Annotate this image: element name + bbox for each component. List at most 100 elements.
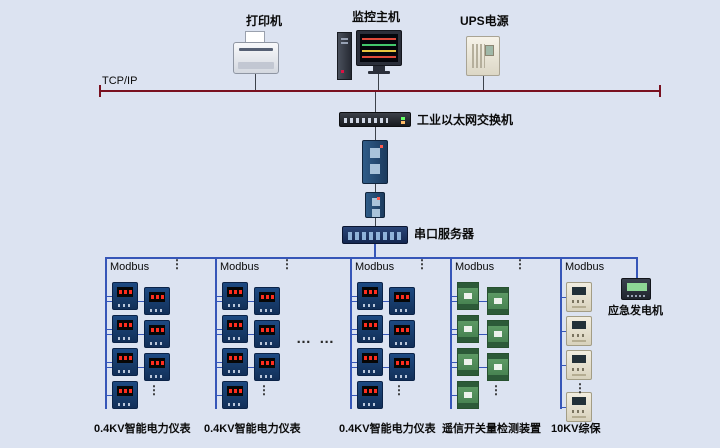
more-devices-dots: ⋮	[416, 257, 428, 271]
printer-drop-line	[255, 74, 256, 90]
media-converter-icon	[362, 140, 388, 184]
more-devices-dots: ⋮	[148, 383, 160, 397]
power-meter-icon	[222, 348, 248, 376]
backbone-line-4	[375, 218, 376, 226]
power-meter-icon	[357, 348, 383, 376]
protection-relay-icon	[566, 282, 592, 312]
connector-line	[560, 365, 566, 366]
connector-line	[215, 329, 222, 330]
connector-line	[450, 296, 457, 297]
modbus-trunk-line	[105, 257, 638, 259]
monitor-drop-line	[378, 74, 379, 90]
tcp-ip-label: TCP/IP	[102, 75, 138, 87]
branch-2-line	[215, 257, 217, 409]
power-meter-icon	[389, 287, 415, 315]
connector-line	[450, 362, 457, 363]
monitor-screen-icon	[356, 30, 402, 66]
more-devices-dots: ⋮	[393, 383, 405, 397]
connector-line	[450, 395, 457, 396]
power-meter-icon	[222, 381, 248, 409]
power-meter-icon	[357, 315, 383, 343]
branch-4-line	[450, 257, 452, 409]
power-meter-icon	[112, 315, 138, 343]
branch-1-modbus-label: Modbus	[110, 261, 150, 273]
io-module-icon	[487, 320, 509, 348]
media-converter-small-icon	[365, 192, 385, 218]
protection-relay-icon	[566, 392, 592, 422]
generator-label: 应急发电机	[608, 305, 663, 317]
more-devices-dots: ⋮	[281, 257, 293, 271]
branch-5-line	[560, 257, 562, 409]
backbone-line-1	[375, 92, 376, 112]
power-meter-icon	[112, 282, 138, 310]
power-meter-icon	[112, 381, 138, 409]
tcp-ip-bus-line	[100, 90, 660, 92]
io-module-icon	[457, 348, 479, 376]
power-meter-icon	[222, 315, 248, 343]
connector-line	[105, 362, 112, 363]
connector-line	[350, 395, 357, 396]
connector-line	[350, 362, 357, 363]
branch-4-label: 遥信开关量检测装置	[442, 423, 541, 435]
power-meter-icon	[389, 320, 415, 348]
computer-tower-icon	[337, 32, 352, 80]
backbone-line-5	[374, 244, 376, 257]
more-devices-dots: ⋮	[171, 257, 183, 271]
power-meter-icon	[222, 282, 248, 310]
power-meter-icon	[254, 287, 280, 315]
ups-icon	[466, 36, 500, 76]
branch-5-modbus-label: Modbus	[565, 261, 605, 273]
connector-line	[560, 331, 566, 332]
branch-ellipsis: … …	[296, 330, 337, 347]
connector-line	[105, 296, 112, 297]
monitor-stand-icon	[373, 66, 385, 71]
generator-drop-line	[636, 257, 638, 278]
io-module-icon	[487, 353, 509, 381]
ups-drop-line	[483, 76, 484, 90]
tcp-ip-bus-cap-left	[99, 85, 101, 97]
power-meter-icon	[357, 381, 383, 409]
power-meter-icon	[254, 320, 280, 348]
connector-line	[215, 362, 222, 363]
protection-relay-icon	[566, 350, 592, 380]
connector-line	[450, 329, 457, 330]
more-devices-dots: ⋮	[258, 383, 270, 397]
generator-controller-icon	[621, 278, 651, 300]
protection-relay-icon	[566, 316, 592, 346]
backbone-line-2	[375, 127, 376, 140]
connector-line	[215, 395, 222, 396]
ethernet-switch-label: 工业以太网交换机	[417, 113, 514, 127]
branch-1-label: 0.4KV智能电力仪表	[94, 423, 191, 435]
backbone-line-3	[375, 184, 376, 192]
connector-line	[105, 329, 112, 330]
connector-line	[105, 395, 112, 396]
more-devices-dots: ⋮	[574, 381, 586, 395]
branch-3-modbus-label: Modbus	[355, 261, 395, 273]
branch-1-line	[105, 257, 107, 409]
connector-line	[560, 407, 566, 408]
connector-line	[215, 296, 222, 297]
connector-line	[350, 329, 357, 330]
branch-3-line	[350, 257, 352, 409]
more-devices-dots: ⋮	[514, 257, 526, 271]
ups-label: UPS电源	[460, 14, 509, 28]
monitor-base-icon	[368, 71, 390, 74]
monitor-host-label: 监控主机	[352, 10, 401, 24]
branch-2-modbus-label: Modbus	[220, 261, 260, 273]
power-meter-icon	[144, 320, 170, 348]
printer-label: 打印机	[246, 14, 283, 28]
connector-line	[560, 297, 566, 298]
power-meter-icon	[357, 282, 383, 310]
branch-2-label: 0.4KV智能电力仪表	[204, 423, 301, 435]
io-module-icon	[457, 381, 479, 409]
branch-4-modbus-label: Modbus	[455, 261, 495, 273]
connector-line	[350, 296, 357, 297]
branch-5-label: 10KV综保	[551, 423, 601, 435]
serial-server-label: 串口服务器	[414, 227, 475, 241]
io-module-icon	[487, 287, 509, 315]
printer-icon	[233, 42, 279, 74]
io-module-icon	[457, 282, 479, 310]
more-devices-dots: ⋮	[490, 383, 502, 397]
power-meter-icon	[144, 353, 170, 381]
